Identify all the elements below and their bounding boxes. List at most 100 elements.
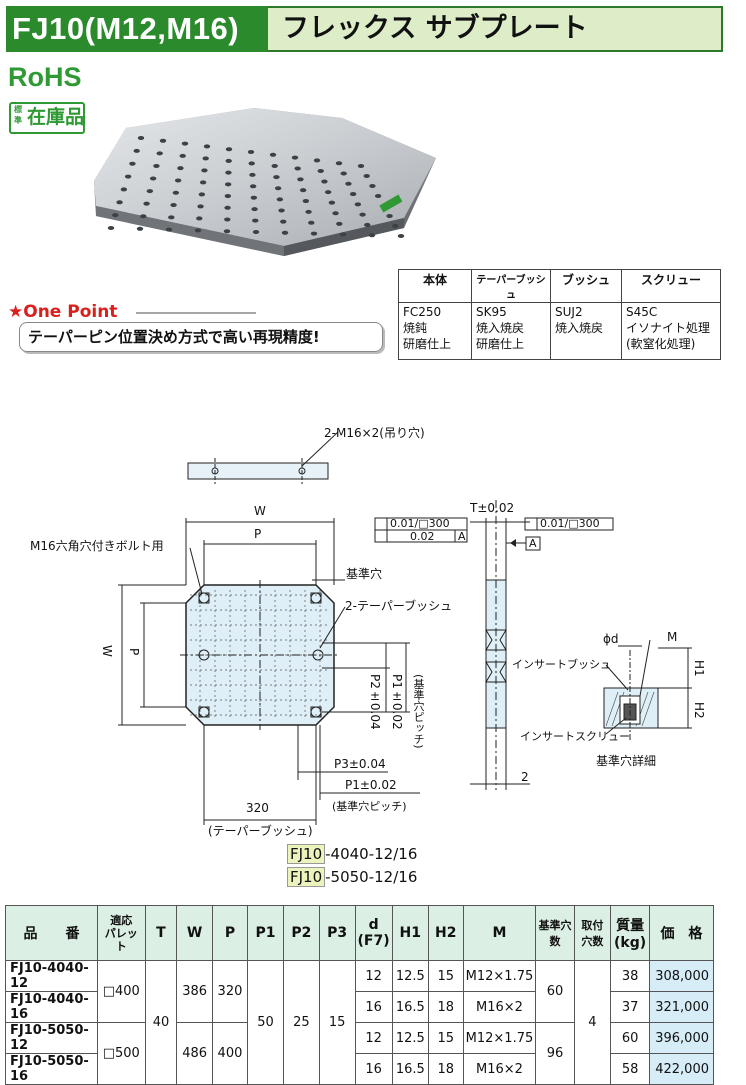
dim-P-top: P xyxy=(254,527,262,541)
ref-holes: 60 xyxy=(535,960,575,1023)
M-value: M12×1.75 xyxy=(462,960,537,992)
mount-holes: 4 xyxy=(573,960,612,1085)
dim-H2: H2 xyxy=(692,702,706,719)
taper-bush-label: 2-テーパーブッシュ xyxy=(345,599,453,613)
parallel-tol: 0.02 xyxy=(410,530,435,543)
mass-value: 58 xyxy=(610,1053,650,1085)
one-point-rule xyxy=(136,312,256,314)
material-header: ブッシュ xyxy=(550,269,622,303)
width: 486 xyxy=(176,1022,213,1085)
dim-P1-horizontal: P1±0.02 xyxy=(345,778,397,792)
col-part: 品 番 xyxy=(4,905,99,961)
stock-badge-label: 在庫品 xyxy=(27,106,85,128)
dim-P3: P3±0.04 xyxy=(334,757,386,771)
spec-table: 品 番 適応 パレット T W P P1 P2 P3 d(F7) H1 H2 M… xyxy=(4,905,715,1085)
P1-value: 50 xyxy=(247,960,284,1085)
flatness-tol-2: 0.01/□300 xyxy=(540,517,600,530)
col-P1: P1 xyxy=(247,905,284,961)
series-code: FJ10(M12,M16) xyxy=(6,6,268,52)
H1-value: 12.5 xyxy=(391,960,429,992)
flatness-tol-1: 0.01/□300 xyxy=(390,517,450,530)
price-value: 396,000 xyxy=(648,1022,715,1054)
col-P2: P2 xyxy=(282,905,320,961)
col-mount-holes: 取付穴数 xyxy=(573,905,612,961)
M-value: M16×2 xyxy=(462,1053,537,1085)
mass-value: 38 xyxy=(610,960,650,992)
dim-M: M xyxy=(667,630,678,644)
d-value: 16 xyxy=(354,991,393,1023)
pitch-vertical: (基準穴ピッチ) xyxy=(412,674,425,749)
M-value: M12×1.75 xyxy=(462,1022,537,1054)
dim-P-left: P xyxy=(127,648,141,656)
H1-value: 16.5 xyxy=(391,991,429,1023)
col-P3: P3 xyxy=(318,905,356,961)
col-W: W xyxy=(176,905,213,961)
ref-hole-label: 基準穴 xyxy=(346,567,383,581)
model-4040: FJ10-4040-12/16 xyxy=(287,844,417,864)
taper-bush-note: (テーパーブッシュ) xyxy=(208,824,313,838)
page-title: フレックス サブプレート xyxy=(282,13,588,44)
H1-value: 16.5 xyxy=(391,1053,429,1085)
product-photo xyxy=(94,108,436,256)
dim-P1-vertical: P1±0.02 xyxy=(390,674,404,730)
width: 386 xyxy=(176,960,213,1023)
d-value: 12 xyxy=(354,960,393,992)
col-P: P xyxy=(211,905,249,961)
P3-value: 15 xyxy=(318,960,356,1085)
col-mass: 質量(kg) xyxy=(610,905,650,961)
rohs-logo: RoHS xyxy=(8,62,82,92)
material-header: テーパーブッシュ xyxy=(471,269,551,303)
d-value: 16 xyxy=(354,1053,393,1085)
part-code: FJ10-4040-16 xyxy=(4,991,99,1023)
part-code: FJ10-4040-12 xyxy=(4,960,99,992)
col-ref-holes: 基準穴数 xyxy=(535,905,575,961)
stock-badge-small: 標準 xyxy=(14,105,22,125)
col-d: d(F7) xyxy=(354,905,393,961)
table-row: FJ10-5050-12 □500 486 400 12 12.5 15 M12… xyxy=(4,1022,715,1085)
pallet-size: □500 xyxy=(97,1022,146,1085)
part-code: FJ10-5050-16 xyxy=(4,1053,99,1085)
M-value: M16×2 xyxy=(462,991,537,1023)
mass-value: 37 xyxy=(610,991,650,1023)
dim-320: 320 xyxy=(246,801,269,815)
material-header: 本体 xyxy=(398,269,472,303)
table-row: FJ10-4040-16 16 16.5 18 M16×2 37 321,000 xyxy=(4,991,715,1023)
dim-H1: H1 xyxy=(692,660,706,677)
col-T: T xyxy=(144,905,178,961)
material-header: スクリュー xyxy=(621,269,721,303)
dim-phi-d: ϕd xyxy=(603,632,619,646)
datum-ref: A xyxy=(458,530,466,543)
price-value: 321,000 xyxy=(648,991,715,1023)
pitch: 320 xyxy=(211,960,249,1023)
table-row: FJ10-4040-12 □400 40 386 320 50 25 15 12… xyxy=(4,960,715,1085)
insert-screw-label: インサートスクリュー xyxy=(520,730,630,743)
mass-value: 60 xyxy=(610,1022,650,1054)
one-point-title: ★One Point xyxy=(8,302,118,322)
one-point-text: テーパーピン位置決め方式で高い再現精度! xyxy=(19,322,383,352)
dim-W-left: W xyxy=(100,645,114,657)
col-price: 価 格 xyxy=(648,905,715,961)
dim-P2: P2±0.04 xyxy=(368,674,382,730)
d-value: 12 xyxy=(354,1022,393,1054)
hanger-hole-label: 2-M16×2(吊り穴) xyxy=(324,426,425,440)
pitch: 400 xyxy=(211,1022,249,1085)
H1-value: 12.5 xyxy=(391,1022,429,1054)
detail-label: 基準穴詳細 xyxy=(596,754,657,768)
price-value: 422,000 xyxy=(648,1053,715,1085)
col-H2: H2 xyxy=(427,905,464,961)
price-value: 308,000 xyxy=(648,960,715,992)
H2-value: 15 xyxy=(427,960,464,992)
stock-badge xyxy=(9,102,85,134)
H2-value: 18 xyxy=(427,1053,464,1085)
pallet-size: □400 xyxy=(97,960,146,1023)
insert-bush-label: インサートブッシュ xyxy=(512,658,611,671)
bolt-label: M16六角穴付きボルト用 xyxy=(30,539,164,553)
dim-T: T±0.02 xyxy=(470,501,515,515)
col-M: M xyxy=(462,905,537,961)
ref-holes: 96 xyxy=(535,1022,575,1085)
